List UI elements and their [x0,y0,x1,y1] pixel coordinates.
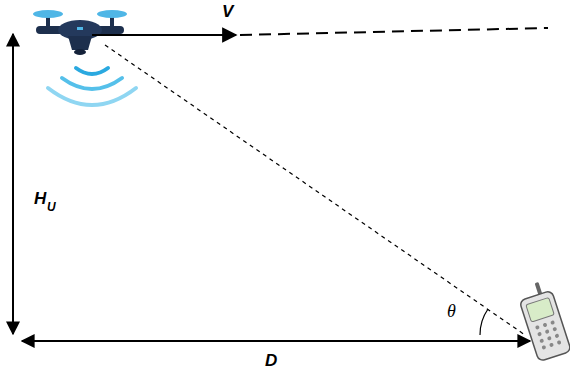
line-of-sight [105,45,525,335]
distance-label: D [265,352,277,369]
distance-arrow [22,340,530,342]
angle-label: θ [447,302,456,320]
height-label: H [34,190,46,207]
signal-waves [48,68,136,105]
height-subscript: U [47,201,56,213]
velocity-arrow [92,34,236,36]
angle-arc [480,309,488,335]
velocity-label: V [222,3,233,20]
height-arrow [12,34,14,334]
trajectory-line [240,28,548,35]
drone [33,10,127,55]
phone-icon [516,279,570,362]
